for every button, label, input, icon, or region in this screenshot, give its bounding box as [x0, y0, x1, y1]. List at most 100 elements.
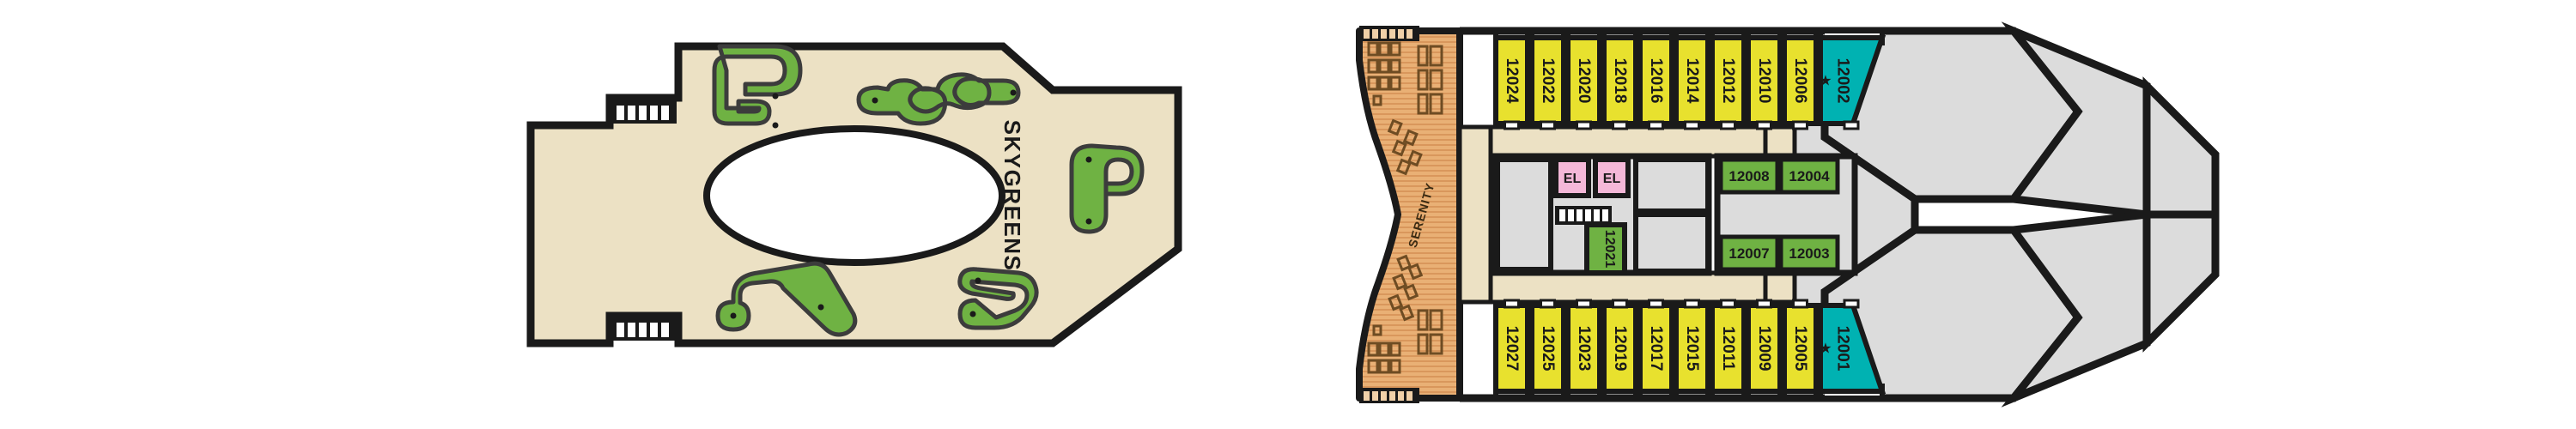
cabin-12014[interactable]: 12014 [1674, 28, 1710, 130]
stair-notch-top [611, 101, 677, 124]
cabin-12004[interactable]: 12004 [1778, 157, 1840, 195]
cabin-12007[interactable]: 12007 [1718, 234, 1780, 272]
cabin-12022[interactable]: 12022 [1529, 28, 1566, 130]
cabin-door [1792, 120, 1808, 130]
cabin-door [1756, 120, 1772, 130]
elevator-label-left: EL [1564, 172, 1582, 186]
cabin-body[interactable] [1710, 35, 1747, 126]
cabin-12010[interactable]: 12010 [1746, 28, 1783, 130]
cabin-12024[interactable]: 12024 [1493, 28, 1530, 130]
cabin-number: 12023 [1575, 326, 1593, 372]
cabin-number: 12025 [1539, 326, 1557, 372]
cabin-body[interactable] [1818, 303, 1886, 394]
cabin-body[interactable] [1637, 35, 1674, 126]
cabin-number: 12009 [1755, 326, 1773, 372]
cabin-12027[interactable]: 12027 [1493, 299, 1530, 401]
cabin-12009[interactable]: 12009 [1746, 299, 1783, 401]
cabin-number: 12014 [1683, 58, 1701, 104]
cabin-number: 12008 [1728, 168, 1769, 184]
cabin-body[interactable] [1565, 35, 1602, 126]
golf-hole-c-loop [957, 267, 1039, 330]
serenity-wood-deck [1356, 26, 1463, 403]
cabin-door [1540, 299, 1556, 309]
cabin-number: 12002 [1834, 58, 1852, 104]
deck-furniture [1367, 41, 1443, 374]
cabin-number: 12027 [1503, 326, 1521, 372]
stair-notch-bottom [611, 318, 677, 341]
cabin-12002[interactable]: 12002★ [1818, 28, 1886, 130]
cabin-12008[interactable]: 12008 [1718, 157, 1780, 195]
accessible-star-icon: ★ [1819, 73, 1832, 89]
cabin-number: 12024 [1503, 58, 1521, 104]
cabin-12011[interactable]: 12011 [1710, 299, 1747, 401]
cabin-12018[interactable]: 12018 [1601, 28, 1638, 130]
cabin-12019[interactable]: 12019 [1601, 299, 1638, 401]
cabin-body[interactable] [1601, 303, 1638, 394]
interior-lobby: EL EL 12021 [1491, 153, 1712, 276]
cabin-door [1843, 120, 1860, 130]
cabin-door [1504, 120, 1520, 130]
cabin-door [1720, 299, 1736, 309]
cabin-12003[interactable]: 12003 [1778, 234, 1840, 272]
cabin-number: 12018 [1611, 58, 1629, 104]
golf-hole-lollipop [715, 261, 858, 337]
interior-cabin-block: 12008 12004 12007 12003 [1714, 153, 1858, 276]
cabin-number: 12007 [1728, 245, 1769, 262]
cabin-body[interactable] [1782, 303, 1819, 394]
cabin-12001[interactable]: 12001★ [1818, 299, 1886, 401]
cabin-12023[interactable]: 12023 [1565, 299, 1602, 401]
cabin-number: 12020 [1575, 58, 1593, 104]
cabin-number: 12015 [1683, 326, 1701, 372]
cabin-number: 12016 [1647, 58, 1665, 104]
cabin-number: 12012 [1719, 58, 1737, 104]
cabin-door [1648, 299, 1664, 309]
cabin-door [1648, 120, 1664, 130]
cabin-12021[interactable]: 12021 [1584, 222, 1627, 275]
cabin-number: 12001 [1834, 326, 1852, 372]
cabin-door [1756, 299, 1772, 309]
cabin-door [1720, 120, 1736, 130]
svg-text:SKYGREENS: SKYGREENS [999, 120, 1025, 272]
cabin-12025[interactable]: 12025 [1529, 299, 1566, 401]
cabin-door [1843, 299, 1860, 309]
cabin-12012[interactable]: 12012 [1710, 28, 1747, 130]
cabin-number: 12011 [1719, 326, 1737, 371]
cabin-12005[interactable]: 12005 [1782, 299, 1819, 401]
outer-bottom-cabins: 12027 12025 12023 12019 12017 12015 12011 12009… [1493, 299, 1886, 401]
cabin-number: 12017 [1647, 326, 1665, 372]
cabin-12015[interactable]: 12015 [1674, 299, 1710, 401]
golf-hole-hook [1069, 143, 1145, 234]
cabin-door [1576, 120, 1592, 130]
skygreens-label: SKYGREENS [999, 120, 1025, 272]
cabin-number: 12021 [1602, 230, 1617, 269]
hull-outline [1460, 27, 1825, 402]
outer-top-cabins: 12024 12022 12020 12018 12016 12014 12012 12010… [1493, 28, 1886, 130]
cabin-number: 12005 [1791, 326, 1809, 372]
cabin-12016[interactable]: 12016 [1637, 28, 1674, 130]
cabin-12020[interactable]: 12020 [1565, 28, 1602, 130]
cabin-number: 12006 [1791, 58, 1809, 104]
cabin-12006[interactable]: 12006 [1782, 28, 1819, 130]
cabin-door [1684, 299, 1700, 309]
cabin-number: 12010 [1755, 58, 1773, 104]
cabin-number: 12019 [1611, 326, 1629, 372]
pool-ellipse [703, 125, 1005, 266]
accessible-star-icon: ★ [1819, 341, 1832, 357]
cabin-door [1792, 299, 1808, 309]
cabin-number: 12003 [1789, 245, 1829, 262]
cabin-door [1540, 120, 1556, 130]
cabin-door [1612, 299, 1628, 309]
cabin-number: 12004 [1789, 168, 1830, 184]
cabin-door [1612, 120, 1628, 130]
cabin-door [1684, 120, 1700, 130]
cabin-door [1576, 299, 1592, 309]
cabin-body[interactable] [1637, 303, 1674, 394]
golf-hole-horseshoe [712, 44, 803, 129]
elevator-label-right: EL [1603, 172, 1621, 186]
cabin-number: 12022 [1539, 58, 1557, 104]
cabin-12017[interactable]: 12017 [1637, 299, 1674, 401]
golf-hole-figure-eight [856, 72, 1021, 126]
